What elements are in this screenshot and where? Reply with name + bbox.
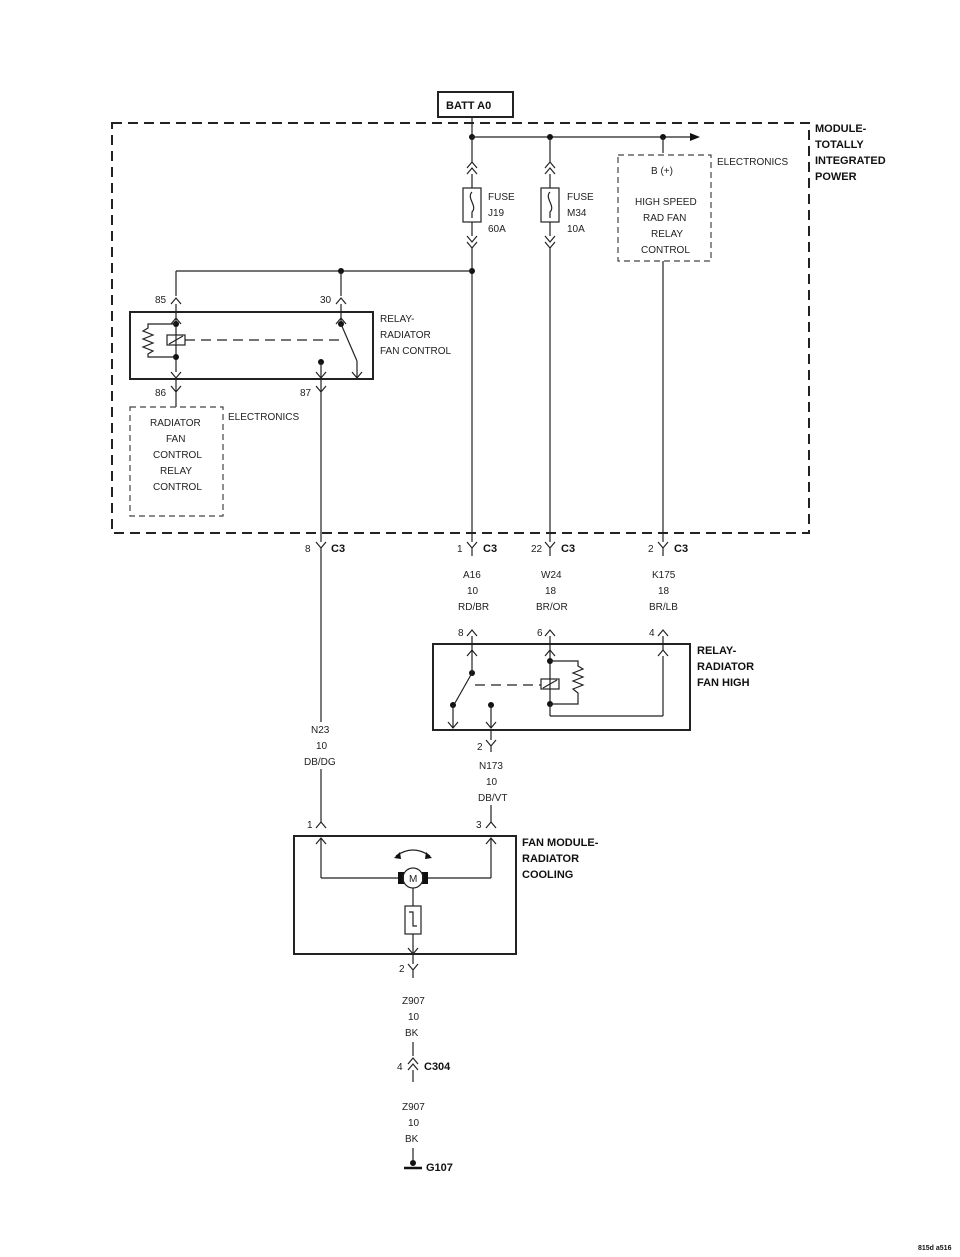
svg-text:CONTROL: CONTROL <box>153 482 202 493</box>
c3-pin1 <box>466 541 478 556</box>
fan-module-box <box>293 835 517 955</box>
wire-z907b-label: Z907 <box>402 1102 425 1113</box>
svg-text:4: 4 <box>649 628 655 639</box>
svg-text:DB/DG: DB/DG <box>304 757 336 768</box>
relay-fan-high-box <box>432 643 691 731</box>
svg-text:60A: 60A <box>488 224 506 235</box>
svg-text:4: 4 <box>397 1062 403 1073</box>
svg-text:M34: M34 <box>567 208 587 219</box>
svg-text:10: 10 <box>408 1118 420 1129</box>
svg-text:1: 1 <box>307 820 313 831</box>
svg-text:3: 3 <box>476 820 482 831</box>
svg-text:RD/BR: RD/BR <box>458 602 489 613</box>
svg-text:22: 22 <box>531 544 543 555</box>
svg-text:C3: C3 <box>674 543 688 555</box>
svg-text:1: 1 <box>457 544 463 555</box>
c3-pin22 <box>544 541 556 556</box>
wire-n173-label: N173 <box>479 761 503 772</box>
high-speed-control-label: HIGH SPEED <box>635 197 697 208</box>
ground-label: G107 <box>426 1162 453 1174</box>
svg-text:ELECTRONICS: ELECTRONICS <box>717 157 788 168</box>
svg-text:18: 18 <box>545 586 557 597</box>
module-label: MODULE- <box>815 123 867 135</box>
connector-symbol <box>466 161 478 175</box>
fan-module-label: FAN MODULE- <box>522 837 599 849</box>
batt-a0-label: BATT A0 <box>446 100 491 112</box>
c3-pin2 <box>657 541 669 556</box>
wire-k175-label: K175 <box>652 570 676 581</box>
svg-text:CONTROL: CONTROL <box>641 245 690 256</box>
svg-text:B (+): B (+) <box>651 166 673 177</box>
svg-text:POWER: POWER <box>815 171 857 183</box>
svg-text:C3: C3 <box>331 543 345 555</box>
resistor-high-icon <box>550 660 585 705</box>
svg-text:2: 2 <box>648 544 654 555</box>
svg-text:CONTROL: CONTROL <box>153 450 202 461</box>
svg-text:TOTALLY: TOTALLY <box>815 139 864 151</box>
resistor-icon <box>141 323 176 358</box>
svg-text:C304: C304 <box>424 1061 451 1073</box>
svg-text:BK: BK <box>405 1028 419 1039</box>
c3-pin8 <box>315 541 327 556</box>
svg-text:BR/LB: BR/LB <box>649 602 678 613</box>
svg-text:10A: 10A <box>567 224 585 235</box>
svg-text:J19: J19 <box>488 208 505 219</box>
svg-text:ELECTRONICS: ELECTRONICS <box>228 412 299 423</box>
svg-text:RAD FAN: RAD FAN <box>643 213 686 224</box>
svg-text:87: 87 <box>300 388 312 399</box>
svg-text:C3: C3 <box>561 543 575 555</box>
svg-text:BK: BK <box>405 1134 419 1145</box>
svg-text:RELAY: RELAY <box>651 229 683 240</box>
fuse-j19-label: FUSE <box>488 192 515 203</box>
wire-w24-label: W24 <box>541 570 562 581</box>
wire-n23-label: N23 <box>311 725 330 736</box>
svg-text:FAN HIGH: FAN HIGH <box>697 677 750 689</box>
c304-connector <box>407 1057 419 1071</box>
wire-z907a-label: Z907 <box>402 996 425 1007</box>
relay-fan-high-label: RELAY- <box>697 645 737 657</box>
svg-text:RADIATOR: RADIATOR <box>522 853 579 865</box>
svg-text:10: 10 <box>486 777 498 788</box>
svg-text:BR/OR: BR/OR <box>536 602 568 613</box>
relay-fan-control-label: RELAY- <box>380 314 414 325</box>
svg-text:10: 10 <box>408 1012 420 1023</box>
svg-text:18: 18 <box>658 586 670 597</box>
relay-fan-control-box <box>129 311 374 380</box>
fuse-m34-label: FUSE <box>567 192 594 203</box>
svg-text:C3: C3 <box>483 543 497 555</box>
svg-text:8: 8 <box>458 628 464 639</box>
svg-text:85: 85 <box>155 295 167 306</box>
svg-text:INTEGRATED: INTEGRATED <box>815 155 886 167</box>
svg-text:FAN CONTROL: FAN CONTROL <box>380 346 452 357</box>
svg-text:RADIATOR: RADIATOR <box>380 330 431 341</box>
batt-a0-box <box>437 91 514 118</box>
high-speed-relay-control-box <box>617 154 712 262</box>
wire-a16-label: A16 <box>463 570 481 581</box>
bus-arrow-icon <box>690 133 700 141</box>
rotation-arrows-icon <box>395 849 431 857</box>
svg-text:10: 10 <box>467 586 479 597</box>
svg-text:FAN: FAN <box>166 434 185 445</box>
svg-text:6: 6 <box>537 628 543 639</box>
svg-text:10: 10 <box>316 741 328 752</box>
svg-text:8: 8 <box>305 544 311 555</box>
radiator-fan-control-label: RADIATOR <box>150 418 201 429</box>
svg-text:30: 30 <box>320 295 332 306</box>
relay-coil-high-icon <box>540 678 560 690</box>
svg-text:RADIATOR: RADIATOR <box>697 661 754 673</box>
svg-text:M: M <box>409 874 417 885</box>
svg-text:COOLING: COOLING <box>522 869 573 881</box>
svg-text:DB/VT: DB/VT <box>478 793 507 804</box>
tipm-module-border <box>111 122 810 534</box>
svg-text:2: 2 <box>477 742 483 753</box>
svg-text:86: 86 <box>155 388 167 399</box>
svg-text:2: 2 <box>399 964 405 975</box>
footer-code: 815d a516 <box>918 1245 952 1252</box>
svg-text:RELAY: RELAY <box>160 466 192 477</box>
